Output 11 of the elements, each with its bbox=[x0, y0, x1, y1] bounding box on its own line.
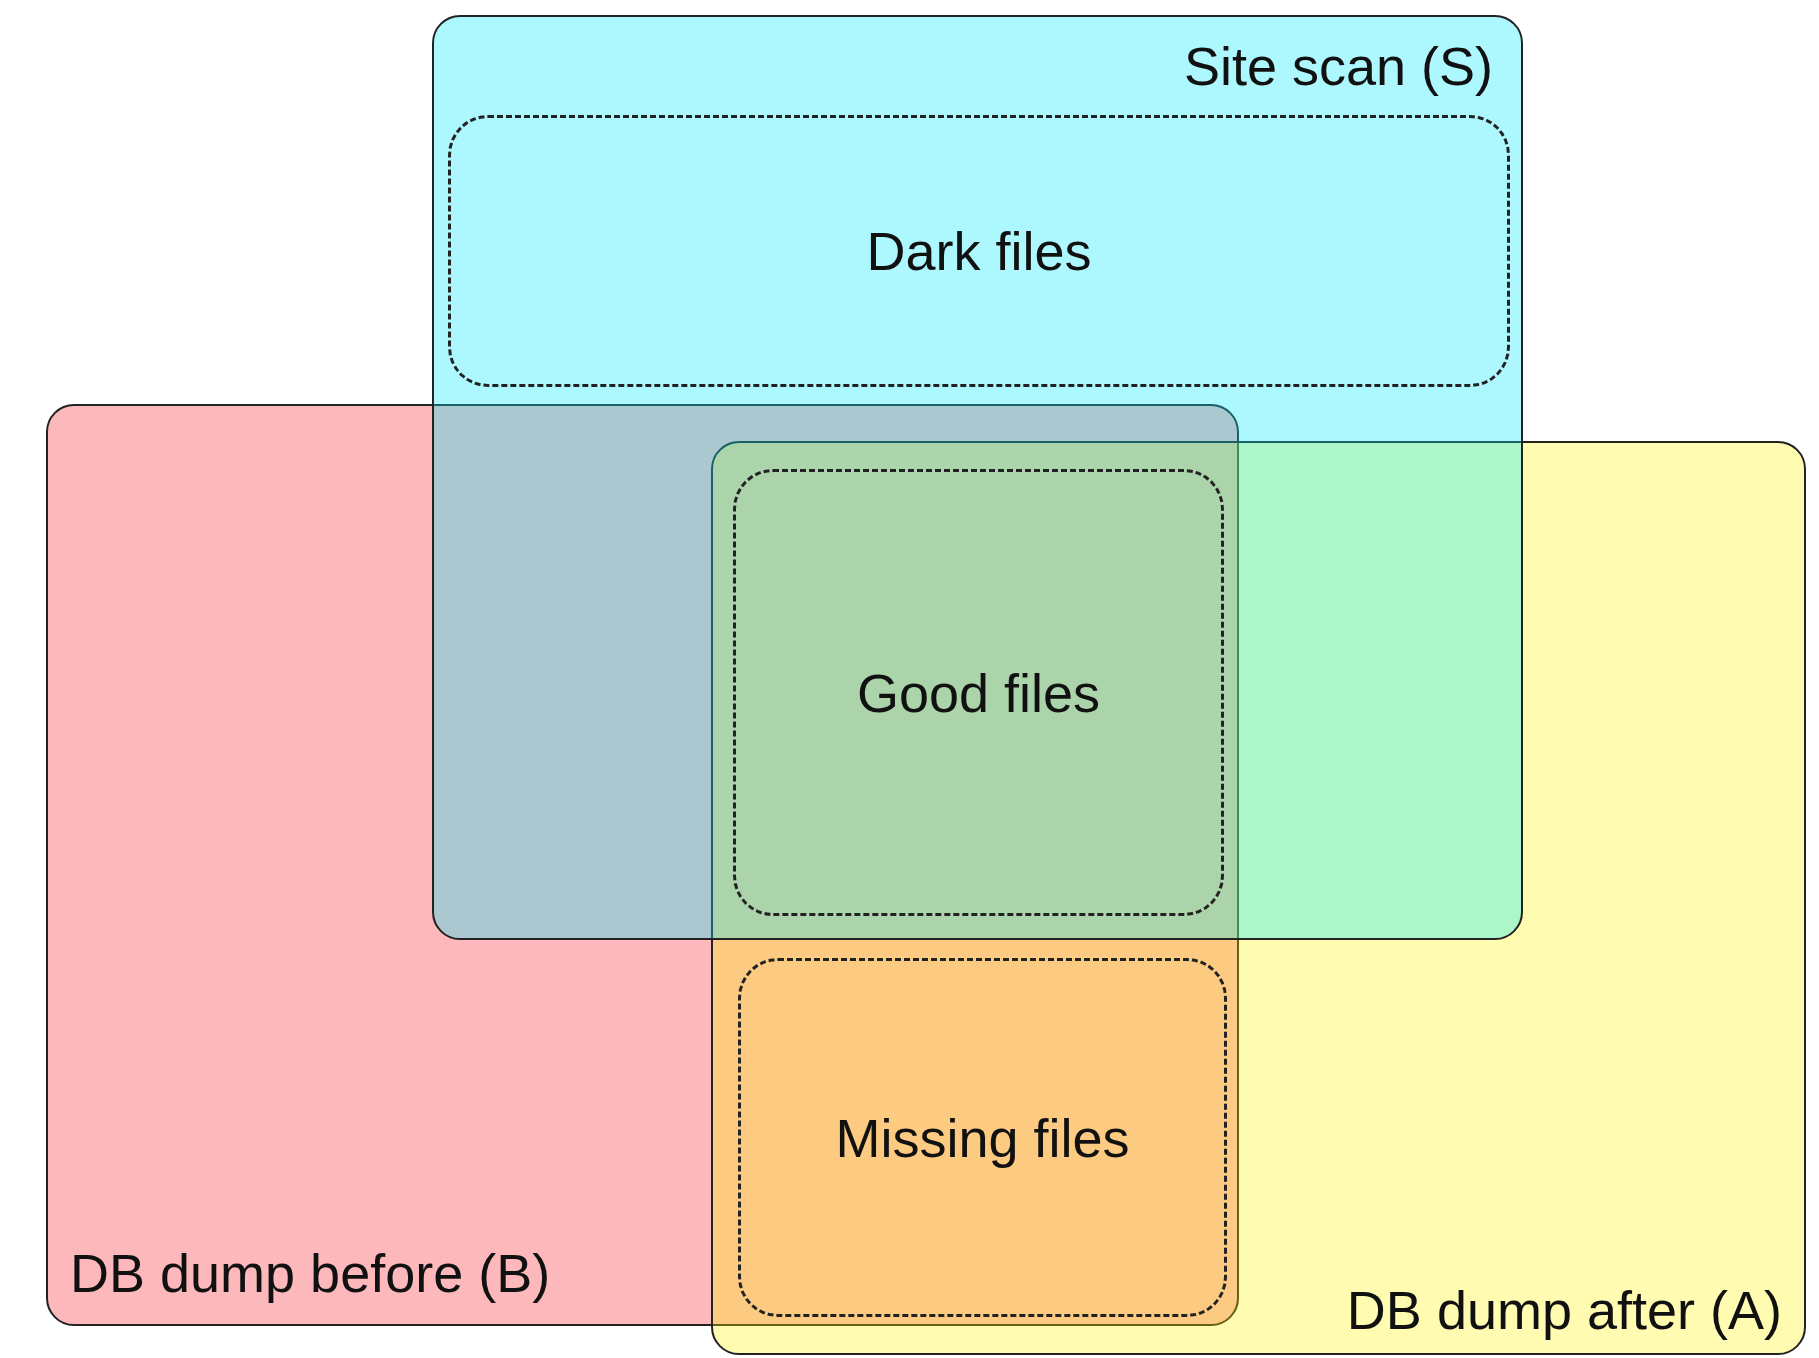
set-region bbox=[432, 15, 1523, 940]
set-label: DB dump before (B) bbox=[70, 1242, 551, 1304]
set-region bbox=[711, 441, 1806, 1355]
dashed-subset-box bbox=[448, 115, 1510, 387]
set-label: DB dump after (A) bbox=[1346, 1279, 1782, 1341]
subset-label: Dark files bbox=[866, 220, 1092, 282]
dashed-subset-box bbox=[738, 958, 1227, 1317]
dashed-subset-box bbox=[733, 469, 1224, 916]
set-label: Site scan (S) bbox=[1183, 35, 1493, 97]
subset-label: Good files bbox=[856, 661, 1101, 724]
subset-label: Missing files bbox=[835, 1106, 1130, 1169]
